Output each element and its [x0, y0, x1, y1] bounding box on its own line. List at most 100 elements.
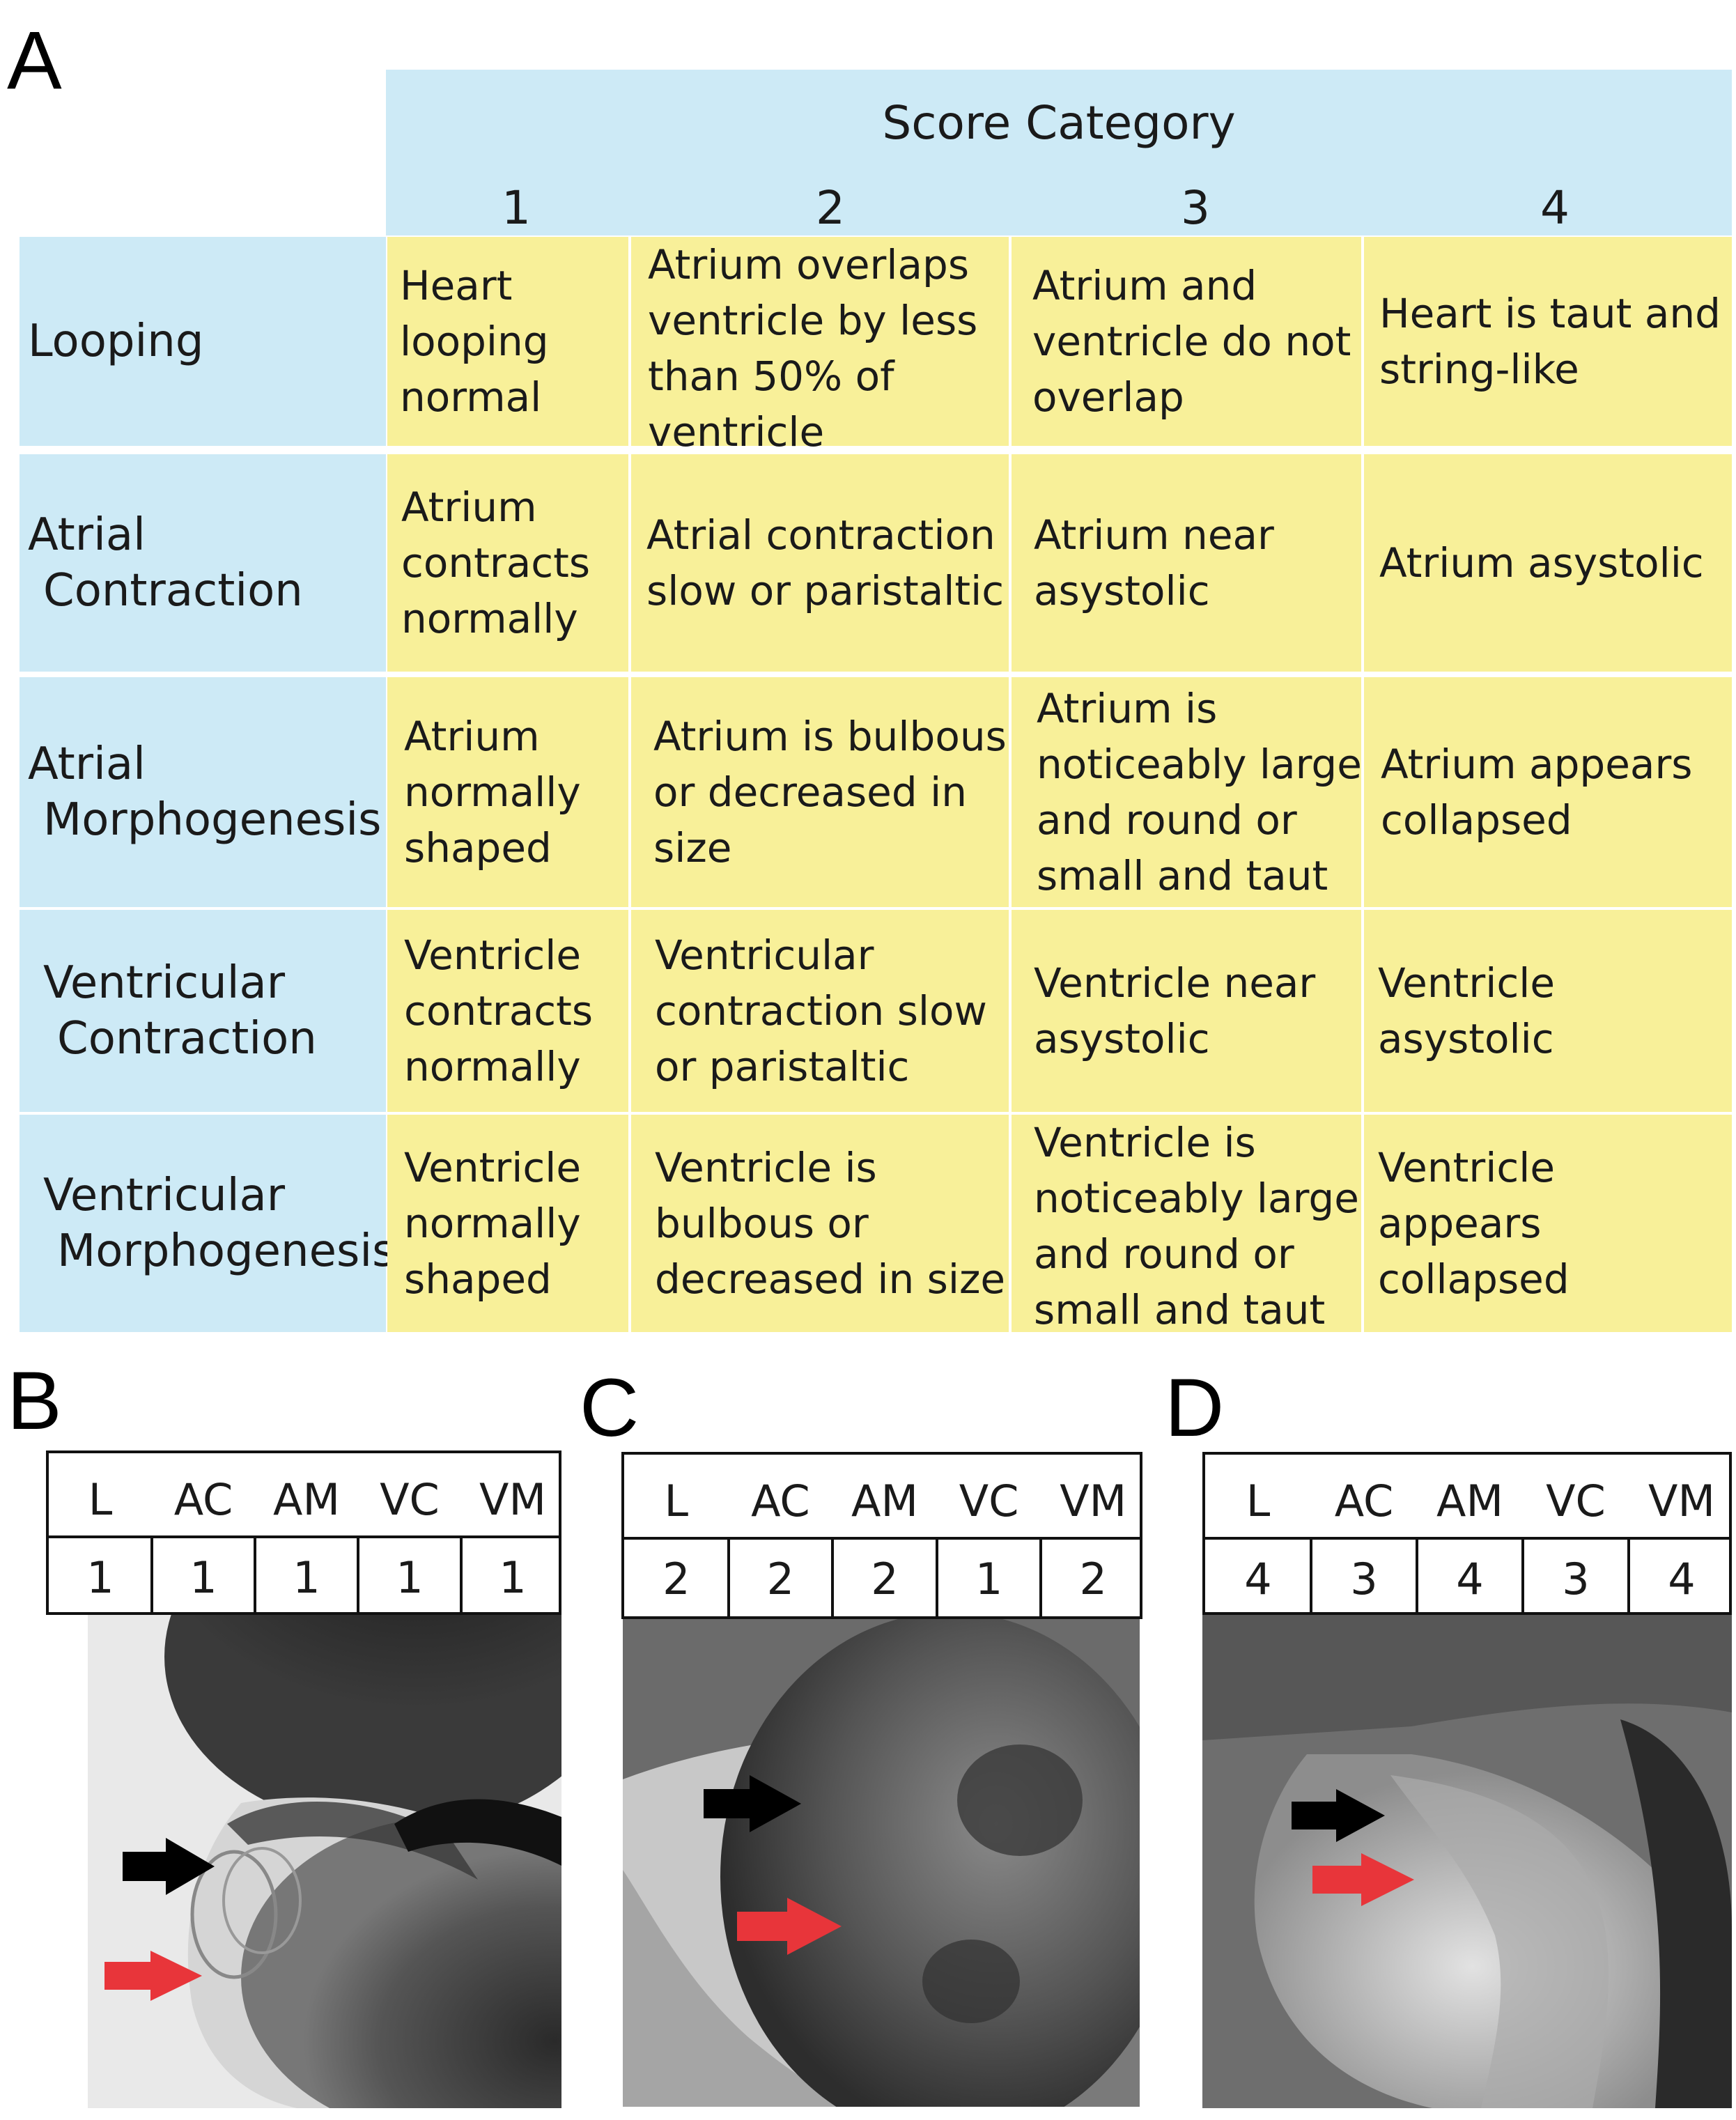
score-box-value: 2: [662, 1554, 690, 1604]
score-cell-line: asystolic: [1034, 567, 1210, 614]
score-cell-line: Heart is taut and: [1379, 290, 1721, 337]
row-label-line: Ventricular: [43, 1170, 285, 1221]
score-box-header-label: L: [88, 1474, 113, 1525]
score-cell-line: contraction slow: [655, 987, 987, 1035]
score-box-divider: [1521, 1537, 1524, 1612]
score-cell-line: small and taut: [1034, 1286, 1326, 1333]
score-box-header-label: AM: [1436, 1476, 1503, 1526]
score-box-header-label: AC: [173, 1474, 233, 1525]
score-cell-line: normally: [404, 768, 581, 816]
score-cell-line: string-like: [1379, 346, 1579, 393]
row-label-0: Looping: [20, 237, 386, 446]
score-cell-line: collapsed: [1381, 796, 1572, 844]
row-label-line: Contraction: [43, 565, 303, 617]
score-cell-line: Atrium is: [1037, 685, 1218, 732]
score-cell: Atrium appears collapsed: [1364, 677, 1732, 907]
score-box-header-label: L: [1246, 1476, 1271, 1526]
panel-label-d: D: [1165, 1362, 1225, 1454]
score-box-divider: [727, 1537, 730, 1616]
score-cell-line: asystolic: [1378, 1015, 1554, 1062]
score-box-header-label: VM: [1060, 1476, 1127, 1526]
score-box-header-label: AM: [851, 1476, 918, 1526]
score-cell-line: Atrial contraction: [646, 511, 995, 559]
score-cell-line: and round or: [1037, 796, 1297, 844]
score-cell-line: small and taut: [1037, 852, 1328, 899]
score-box-value: 1: [189, 1552, 217, 1603]
score-box-divider: [1039, 1537, 1043, 1616]
score-cell-line: Ventricle: [1378, 1144, 1556, 1191]
score-cell-line: Atrium is bulbous: [653, 713, 1007, 760]
red-arrow-icon: [737, 1898, 842, 1955]
score-cell-line: looping: [400, 318, 549, 365]
score-cell-line: or decreased in: [653, 768, 967, 816]
score-cell-line: Heart: [400, 262, 513, 309]
score-cell-line: Atrium: [404, 713, 540, 760]
score-cell-line: Atrium and: [1032, 262, 1257, 309]
black-arrow-icon: [704, 1775, 801, 1832]
score-box-value: 1: [396, 1552, 424, 1603]
micrograph-b: [88, 1615, 561, 2108]
black-arrow-icon: [123, 1838, 215, 1895]
score-cell-line: and round or: [1034, 1230, 1294, 1278]
panel-label-c: C: [580, 1362, 640, 1454]
category-1-label: 1: [502, 181, 531, 235]
score-cell-line: Atrium overlaps: [648, 241, 970, 288]
score-box-value: 2: [871, 1554, 899, 1604]
score-cell-line: shaped: [404, 1255, 552, 1303]
score-cell-line: bulbous or: [655, 1200, 869, 1247]
score-box-header-label: VM: [479, 1474, 546, 1525]
score-box-divider: [460, 1535, 463, 1612]
score-cell-line: asystolic: [1034, 1015, 1210, 1062]
score-cell-line: contracts: [401, 539, 591, 587]
score-cell-line: overlap: [1032, 373, 1184, 421]
score-box-header-label: AC: [1334, 1476, 1394, 1526]
score-cell-line: size: [653, 824, 732, 872]
score-category-header: Score Category 1 2 3 4: [386, 70, 1732, 235]
row-label-line: Contraction: [57, 1013, 317, 1065]
panel-label-a: A: [7, 15, 62, 107]
category-4-label: 4: [1540, 181, 1570, 235]
score-cell-line: appears: [1378, 1200, 1542, 1247]
category-2-label: 2: [816, 181, 845, 235]
score-box-divider: [831, 1537, 835, 1616]
panel-label-b: B: [7, 1355, 62, 1447]
score-cell: Heart is taut and string-like: [1364, 237, 1732, 446]
score-cell-line: noticeably large: [1037, 741, 1362, 788]
red-arrow-icon: [104, 1951, 202, 2001]
score-cell: Atrium near asystolic: [1012, 454, 1361, 672]
score-box-divider: [150, 1535, 153, 1612]
score-box-header-label: VM: [1648, 1476, 1715, 1526]
score-box-header-label: AM: [273, 1474, 340, 1525]
micrograph-d: [1202, 1615, 1732, 2108]
score-cell-line: contracts: [404, 987, 594, 1035]
score-box-divider: [254, 1535, 256, 1612]
score-cell-line: Ventricle is: [1034, 1119, 1256, 1166]
score-cell-line: Atrium appears: [1381, 741, 1693, 788]
score-box-value: 2: [766, 1554, 795, 1604]
score-cell-line: collapsed: [1378, 1255, 1570, 1303]
score-box-value: 1: [975, 1554, 1003, 1604]
score-cell: Atrium normally shaped: [387, 677, 628, 907]
score-cell-line: shaped: [404, 824, 552, 872]
score-cell: Atrium is noticeably large and round or sma…: [1012, 677, 1362, 907]
score-cell-line: Ventricle: [404, 931, 582, 979]
score-cell-line: Atrium near: [1034, 511, 1274, 559]
